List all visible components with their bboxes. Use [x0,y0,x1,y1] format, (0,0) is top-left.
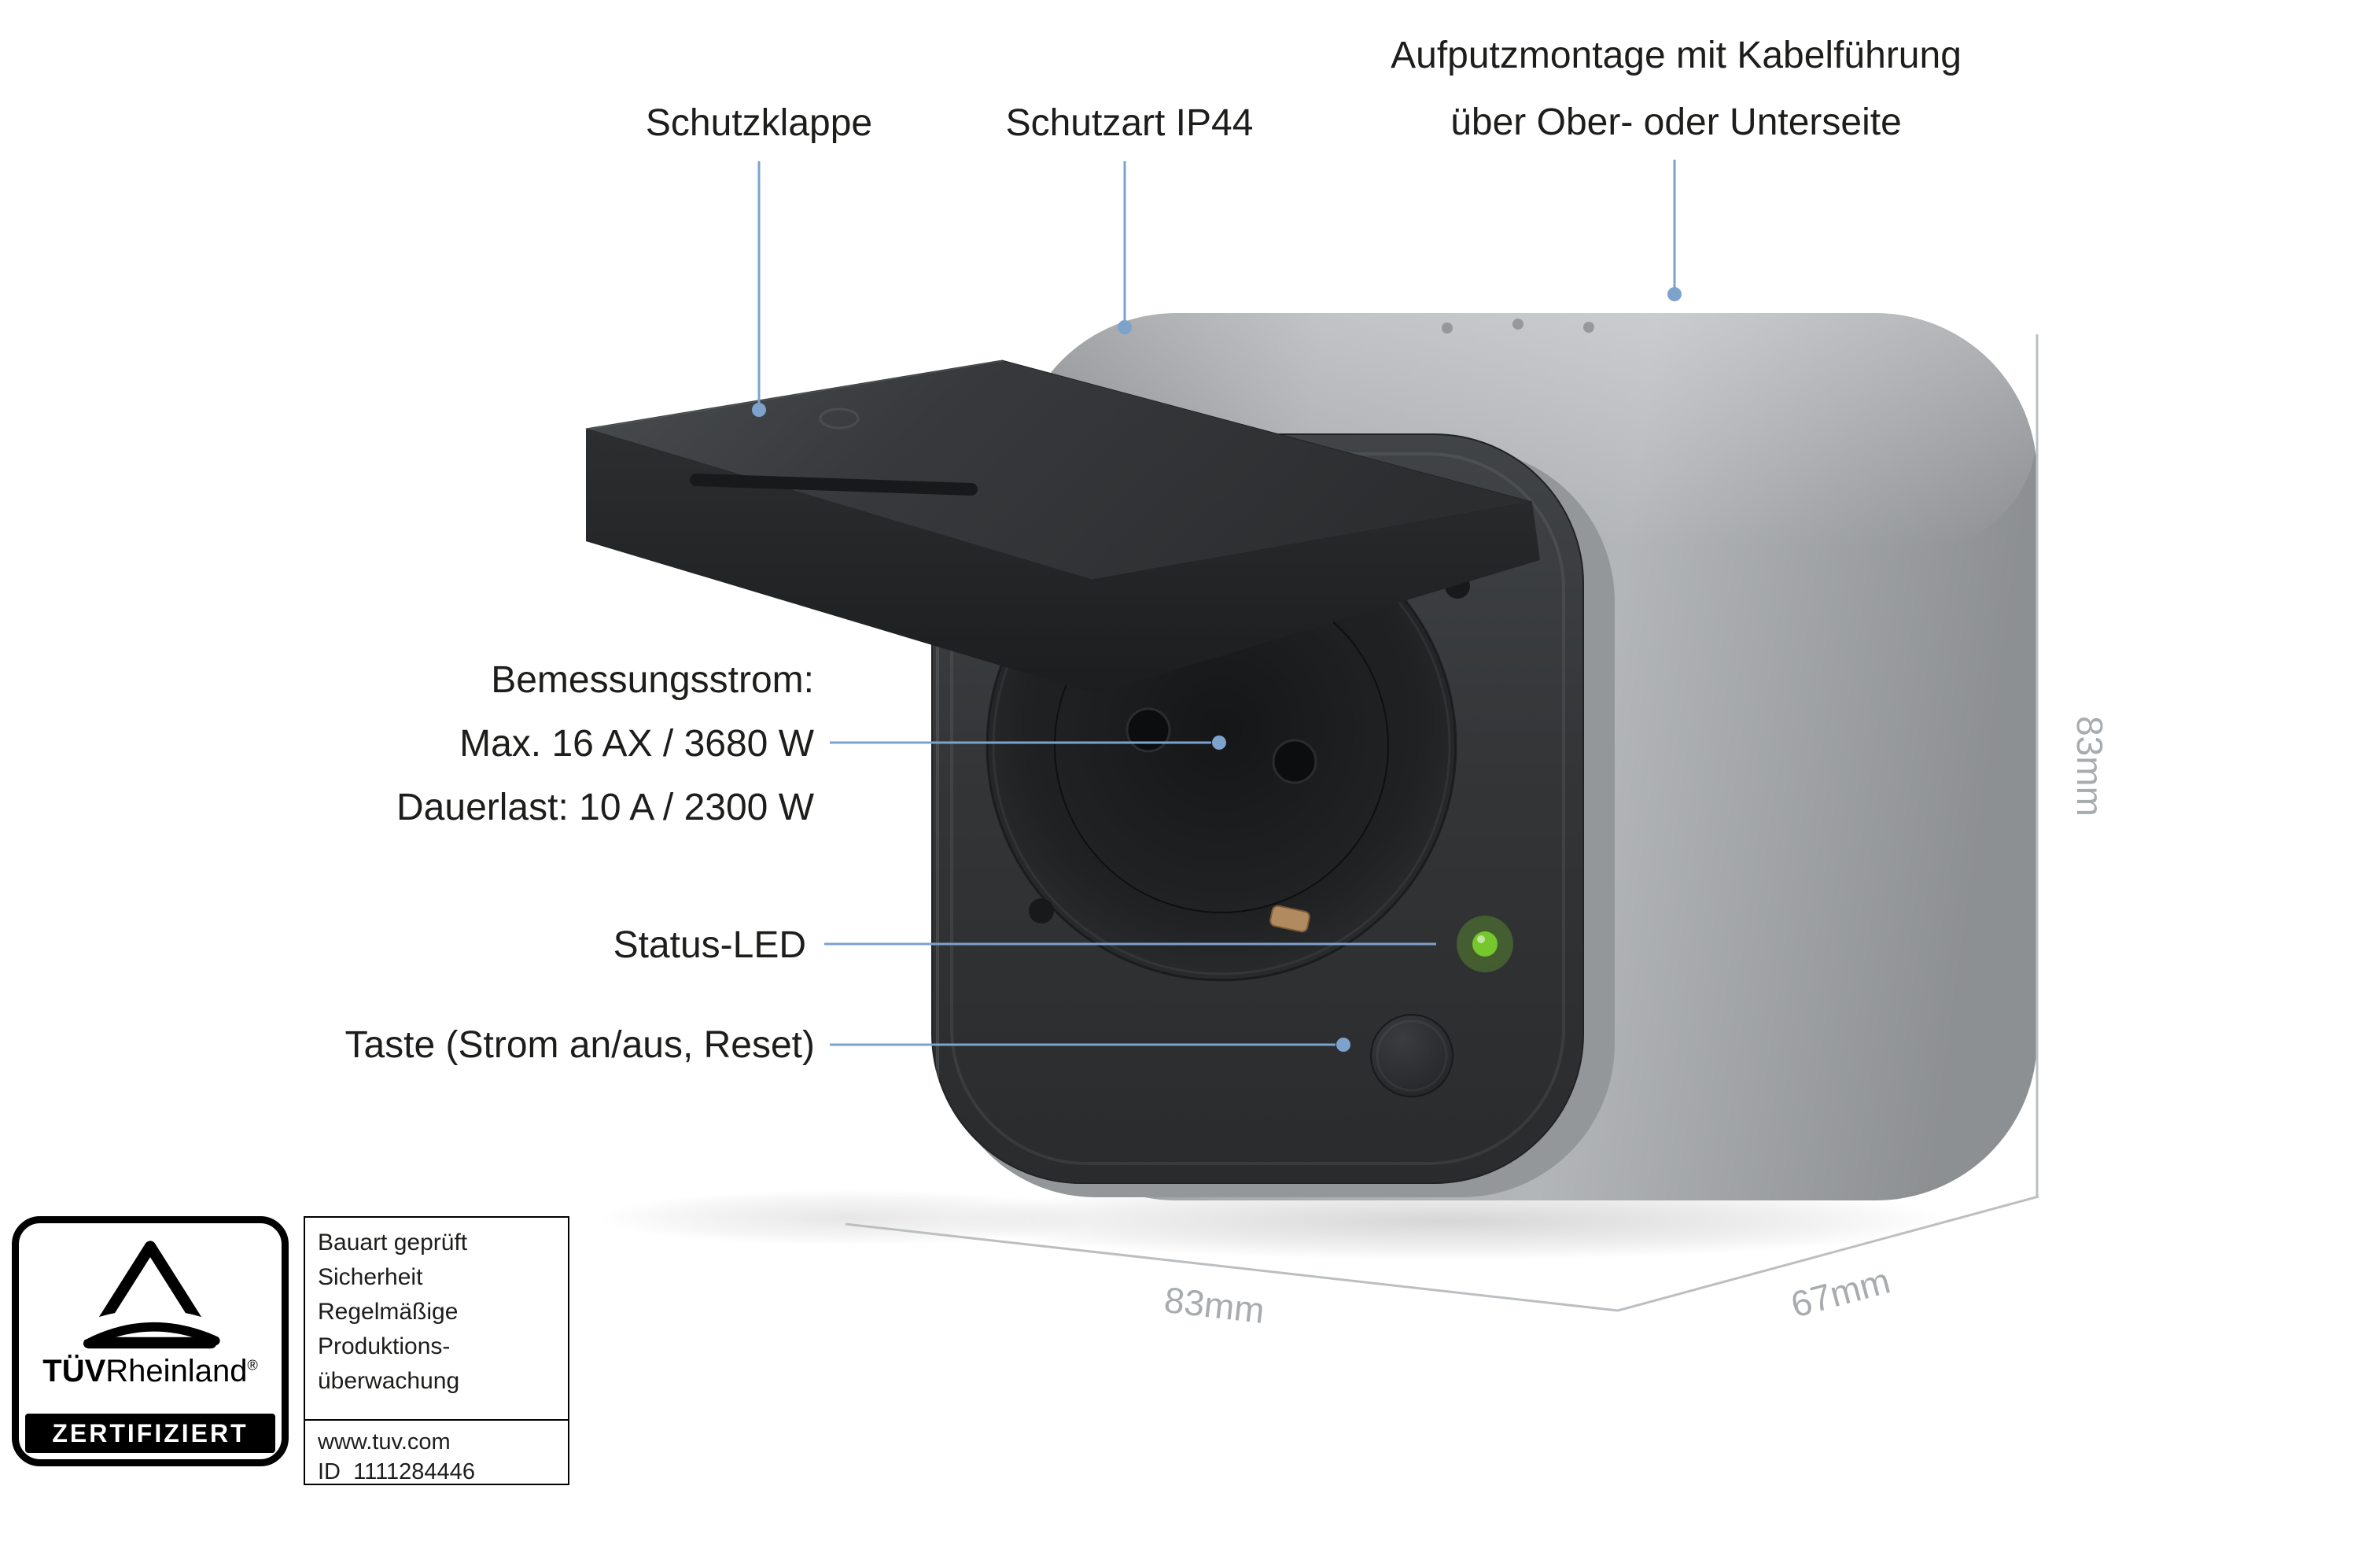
dimension-lines [845,334,2039,1312]
callout-lines [752,160,1682,1052]
callout-dot-taste [1336,1038,1350,1052]
callout-label-status-led: Status-LED [613,924,806,966]
flap-logo-emboss [819,407,860,430]
dimension-label-height: 83mm [2069,716,2110,817]
callout-label-taste: Taste (Strom an/aus, Reset) [344,1024,815,1066]
cert-detail-line: Regelmäßige [318,1299,459,1325]
protective-flap [585,359,1540,694]
pin-hole-right [1272,739,1317,784]
aufputzmontage-line1: Aufputzmontage mit Kabelführung [1391,35,1962,76]
callout-label-aufputzmontage: Aufputzmontage mit Kabelführung über Obe… [1391,22,1962,156]
tuv-triangle-logo [79,1241,221,1349]
earth-clip-bottom [1269,905,1310,933]
registered-mark: ® [247,1357,258,1373]
tuv-rheinland-badge: TÜVRheinland® ZERTIFIZIERT [12,1216,289,1466]
bemessungsstrom-line2: Max. 16 AX / 3680 W [459,723,814,765]
callout-dot-aufputzmontage [1667,287,1682,301]
top-cable-routing-marks [1442,319,1594,334]
callout-dot-schutzart [1118,320,1132,334]
cert-website: www.tuv.com [318,1429,451,1455]
bemessungsstrom-line3: Dauerlast: 10 A / 2300 W [396,787,814,828]
tuv-brand-bold: TÜV [42,1354,106,1388]
tuv-brand-name: TÜVRheinland® [42,1355,257,1387]
tuv-certified-banner: ZERTIFIZIERT [25,1414,275,1453]
aufputzmontage-line2: über Ober- oder Unterseite [1450,101,1902,143]
callout-label-schutzart: Schutzart IP44 [1005,102,1254,144]
cert-detail-line: überwachung [318,1368,460,1394]
callout-dot-schutzklappe [752,403,766,417]
status-led-indicator [1457,916,1513,972]
dimension-line-depth [1617,1195,2039,1312]
flap-finger-groove [690,474,978,496]
pin-hole-left [1126,707,1171,753]
cert-detail-line: Produktions- [318,1333,451,1359]
cert-detail-line: Sicherheit [318,1264,423,1290]
dimension-line-width [845,1222,1619,1312]
callout-label-schutzklappe: Schutzklappe [645,102,873,144]
cert-detail-line: Bauart geprüft [318,1230,468,1255]
callout-label-bemessungsstrom: Bemessungsstrom: Max. 16 AX / 3680 W Dau… [396,648,814,839]
tuv-brand-regular: Rheinland [105,1354,248,1388]
tuv-certification-details: Bauart geprüft Sicherheit Regelmäßige Pr… [304,1216,569,1485]
cert-divider [305,1419,568,1421]
product-shadow-left [598,1189,1101,1246]
power-reset-button [1370,1014,1453,1097]
cert-id: ID 1111284446 [318,1459,475,1484]
bemessungsstrom-line1: Bemessungsstrom: [491,659,814,701]
callout-dot-bemessungsstrom [1212,736,1226,750]
product-shadow [944,1182,1951,1260]
